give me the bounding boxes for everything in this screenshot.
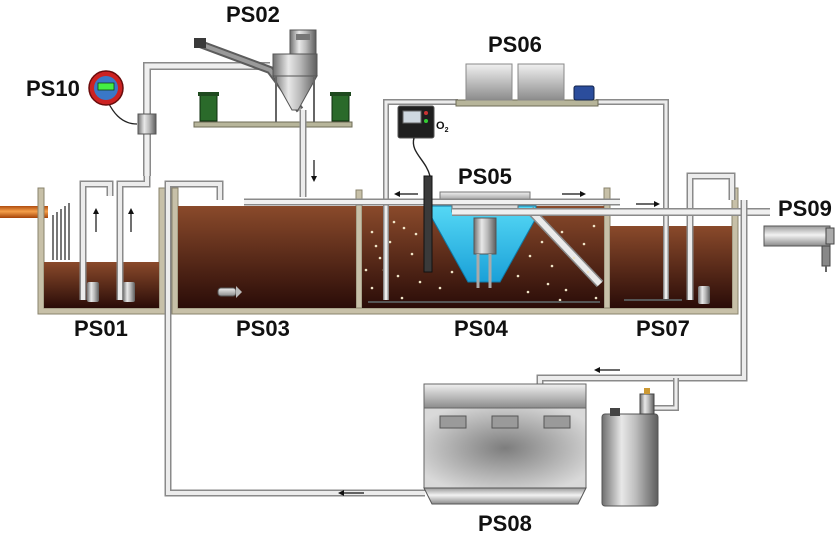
label-ps08: PS08 bbox=[478, 511, 532, 536]
label-ps01: PS01 bbox=[74, 316, 128, 341]
ps08-unit bbox=[423, 383, 587, 505]
ps09-outlet bbox=[763, 225, 835, 272]
aeration-bubbles bbox=[364, 220, 598, 302]
inlet-pipe bbox=[0, 206, 48, 218]
ps01-tank bbox=[37, 176, 166, 315]
ps02-unit bbox=[193, 29, 353, 197]
ps02-shelf bbox=[193, 121, 353, 128]
label-ps09: PS09 bbox=[778, 196, 832, 221]
label-ps07: PS07 bbox=[636, 316, 690, 341]
o2-subscript: 2 bbox=[444, 127, 449, 135]
bin-icon bbox=[331, 94, 350, 122]
pump-icon bbox=[698, 286, 710, 304]
ps10-meter bbox=[88, 70, 124, 106]
label-ps04: PS04 bbox=[454, 316, 508, 341]
oxygen-probe bbox=[397, 105, 435, 273]
pipe-to-ps08 bbox=[536, 200, 748, 411]
pump-icon bbox=[87, 282, 99, 302]
label-ps10: PS10 bbox=[26, 76, 80, 101]
pipe-to-ps02 bbox=[107, 62, 270, 176]
ps06-unit bbox=[455, 63, 599, 107]
dosing-tank bbox=[601, 388, 659, 507]
label-ps05: PS05 bbox=[458, 164, 512, 189]
flow-arrows bbox=[394, 191, 660, 207]
blower-icon bbox=[573, 85, 595, 101]
flow-meter bbox=[137, 113, 157, 135]
o2-text: O bbox=[436, 120, 445, 132]
ps06-shelf bbox=[455, 99, 599, 107]
o2-label: O2 bbox=[436, 120, 449, 135]
ps07-unit bbox=[624, 172, 736, 304]
label-ps06: PS06 bbox=[488, 32, 542, 57]
label-ps03: PS03 bbox=[236, 316, 290, 341]
bar-screen bbox=[52, 203, 70, 260]
label-ps02: PS02 bbox=[226, 2, 280, 27]
mixer-icon bbox=[217, 286, 242, 298]
bin-icon bbox=[199, 94, 218, 122]
pump-icon bbox=[123, 282, 135, 302]
